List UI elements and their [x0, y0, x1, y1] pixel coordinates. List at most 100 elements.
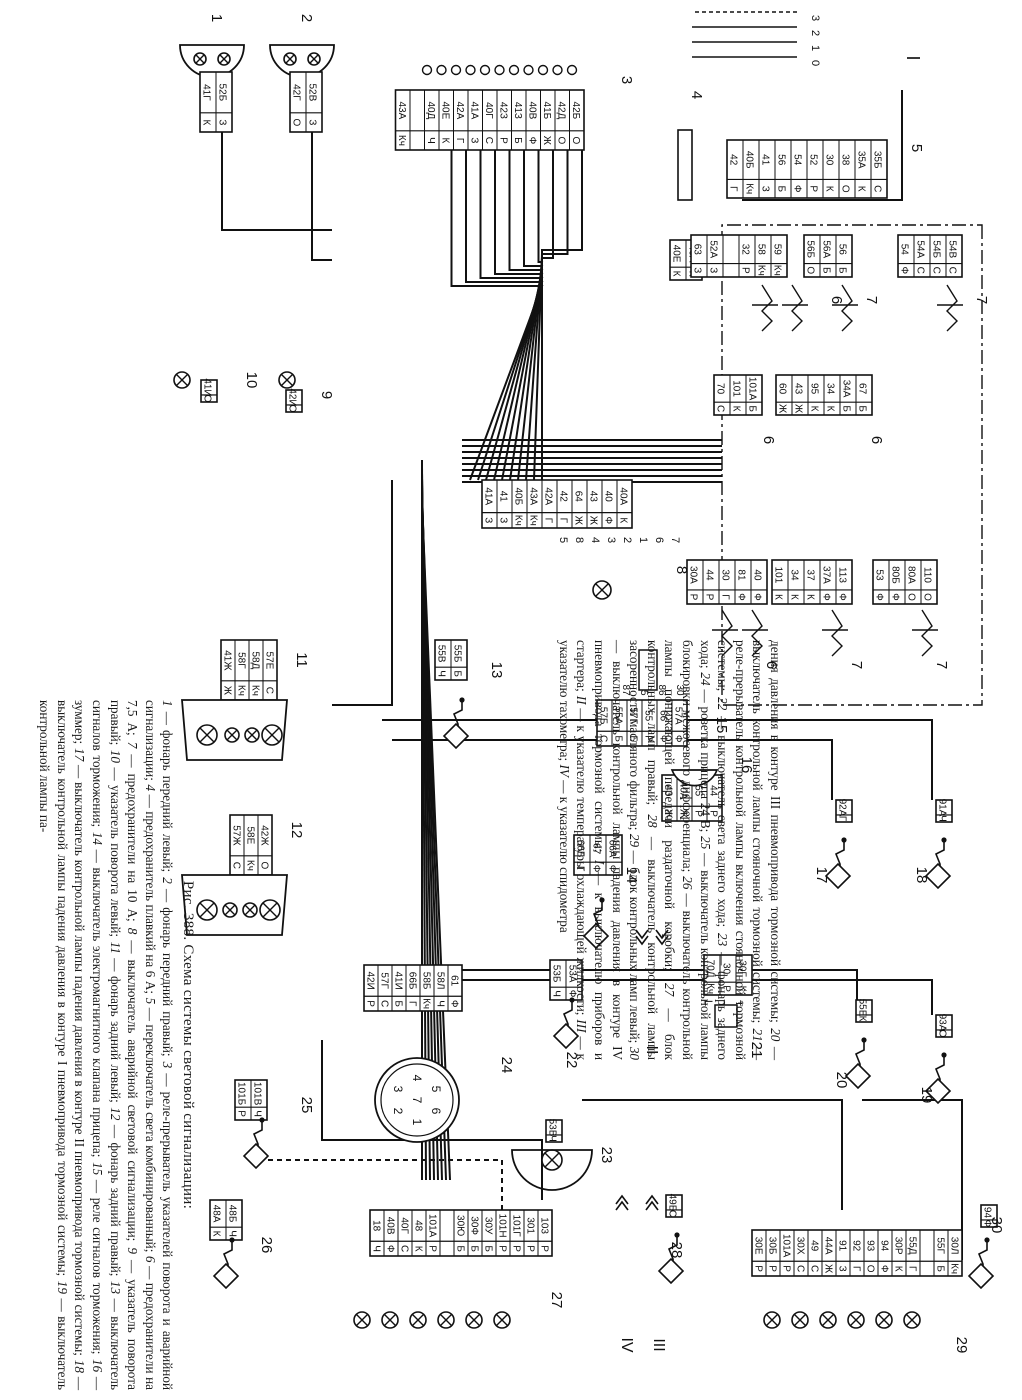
- wire-number: 30: [721, 963, 732, 975]
- wire-number: 32: [740, 244, 751, 256]
- wire-color: С: [872, 185, 883, 192]
- wire-number: 101А: [781, 1234, 792, 1258]
- terminal-icon: [436, 64, 447, 76]
- wire-number: 93: [865, 1240, 876, 1252]
- wire-color: Р: [498, 137, 509, 144]
- wire-number: 40Е: [440, 102, 451, 120]
- connector-body: [703, 954, 753, 996]
- legend-number: 14: [90, 831, 106, 846]
- wire-color: Кч: [744, 183, 755, 194]
- component-number: 11: [293, 652, 310, 668]
- legend-number: 12: [107, 1107, 123, 1121]
- wire-number: 41А: [469, 102, 480, 120]
- component-number: 2: [298, 14, 315, 22]
- external-ref-III: III: [650, 1338, 667, 1351]
- terminal-icon: [494, 64, 505, 76]
- lamp-icon: [242, 902, 258, 918]
- wire-color: Ж: [588, 516, 599, 526]
- component-number: 6: [763, 661, 780, 669]
- wire-color: Кч: [250, 685, 261, 696]
- wire-color: Р: [740, 267, 751, 274]
- wire-number: 66Б: [407, 972, 418, 990]
- wire-number: 40Е: [671, 245, 682, 263]
- connector-body: [200, 379, 218, 403]
- wire-color: Г: [454, 138, 465, 144]
- wire-color: Ч: [547, 1135, 558, 1142]
- wire-number: 48А: [211, 1205, 222, 1223]
- wire-color: С: [715, 405, 726, 412]
- legend-entry: 1 — фонарь передний левый;: [160, 700, 176, 873]
- switch-position-label: 2: [809, 30, 821, 36]
- wire: [742, 90, 903, 201]
- lamp-icon: [224, 727, 240, 743]
- wire-number: 60: [777, 383, 788, 395]
- legend-entry: 10 — указатель поворота левый;: [107, 749, 123, 938]
- wire-number: 49Б: [667, 1194, 678, 1212]
- wire-number: 94: [879, 1240, 890, 1252]
- wire-color: С: [379, 1000, 390, 1007]
- wire-number: 42А: [543, 487, 554, 505]
- wire-number: 40: [603, 491, 614, 503]
- legend-number: II: [574, 695, 590, 705]
- wire-number: 101: [773, 567, 784, 584]
- socket-pin-label: 3: [391, 1086, 405, 1093]
- wire-color: К: [211, 1231, 222, 1237]
- lamp-icon: [283, 52, 297, 66]
- lamp-icon: [875, 1311, 893, 1329]
- component-number: 3: [618, 76, 635, 84]
- wire-color: О: [202, 395, 213, 403]
- wire-color: Р: [539, 1245, 550, 1252]
- legend-number: 2: [160, 877, 176, 884]
- switch-contact-label: 8: [573, 537, 585, 543]
- wire-number: 48: [413, 1220, 424, 1232]
- wire: [382, 969, 858, 1000]
- wire: [525, 150, 554, 481]
- wire-number: 101Г: [511, 1215, 522, 1238]
- legend-text: выключатель контрольной лампы стояночной…: [750, 640, 766, 1024]
- legend-text: фонарь задний левый;: [107, 975, 123, 1103]
- legend-text: выключатель электромагнитного клапана пр…: [90, 867, 106, 1158]
- fuse-icon: [832, 284, 858, 332]
- socket-pin-label: 7: [410, 1097, 424, 1104]
- wire-number: 40Г: [399, 1217, 410, 1234]
- wire-color: Г: [907, 1266, 918, 1272]
- socket-pin-label: 6: [429, 1108, 443, 1115]
- legend-number: 13: [107, 1280, 123, 1295]
- wire-number: 34: [789, 569, 800, 581]
- wire-number: 52Б: [217, 84, 228, 102]
- pressure-switch-icon: [582, 897, 610, 950]
- connector-body: [855, 999, 873, 1023]
- component-number: 12: [288, 822, 305, 839]
- legend-number: IV: [556, 764, 572, 777]
- wire: [382, 719, 933, 800]
- fuse-box-frame: [721, 224, 983, 706]
- legend-entry: 4 — предохранитель плавкий на 6 А;: [142, 784, 158, 995]
- legend-entry: 5 — переключатель света комбинированный;: [142, 997, 158, 1253]
- switch-contact-label: 4: [589, 537, 601, 543]
- legend-entry: 17 — выключатель контрольной лампы паден…: [72, 748, 88, 1356]
- wire-number: 53В: [547, 1119, 558, 1137]
- switch-position-label: 1: [809, 45, 821, 51]
- component-number: 6: [868, 436, 885, 444]
- wire-number: 56Б: [805, 240, 816, 258]
- legend-part1: 1 — фонарь передний левый; 2 — фонарь пе…: [37, 700, 175, 1390]
- wire-number: 55А: [613, 707, 624, 725]
- lamp-icon: [437, 1311, 455, 1329]
- connector-body: [363, 964, 463, 1012]
- lamp-icon: [193, 52, 207, 66]
- wire-color: О: [906, 593, 917, 601]
- wire-color: Ж: [777, 404, 788, 414]
- legend-number: 21: [750, 1028, 766, 1042]
- socket-pin-label: 4: [410, 1075, 424, 1082]
- legend-text: дения давления в контуре III пневмоприво…: [768, 640, 783, 1023]
- component-number: 8: [673, 566, 690, 574]
- legend-entry: II — к указателю температуры охлаждающей…: [574, 695, 590, 1016]
- relay-contact-label: 86: [656, 684, 667, 696]
- wire-number: 103: [539, 1217, 550, 1234]
